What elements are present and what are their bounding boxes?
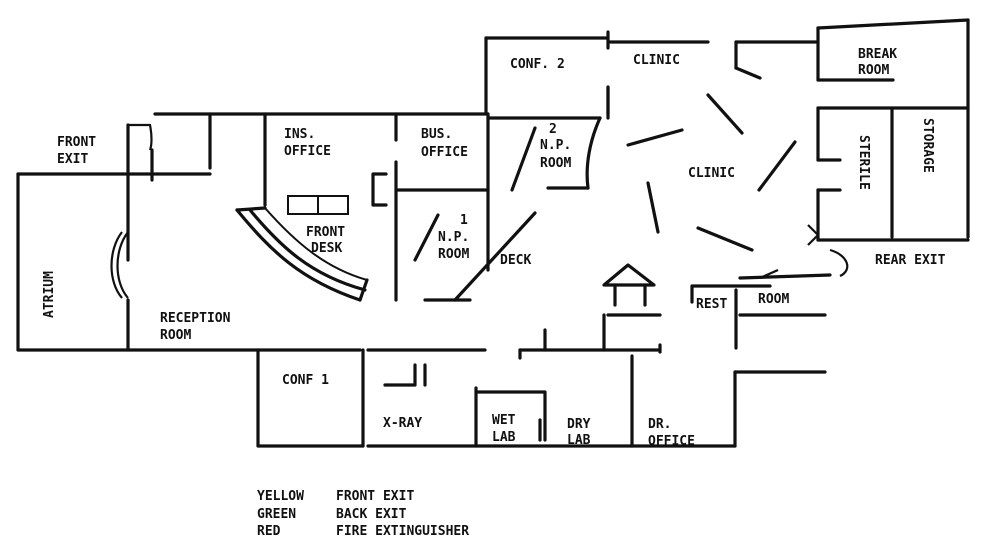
rest-label: REST [696,297,727,312]
break-room-label-2: ROOM [858,63,889,78]
legend-color-red: RED [257,524,281,539]
x-ray-label: X-RAY [383,416,422,431]
bus-office-label-2: OFFICE [421,145,468,160]
front-exit-label-2: EXIT [57,152,88,167]
np-room-2-number: 2 [549,122,557,137]
reception-label: RECEPTION [160,311,231,326]
np-room-1-label: N.P. [438,230,469,245]
conf-2-label: CONF. 2 [510,57,565,72]
front-exit-label: FRONT [57,135,96,150]
reception-label-2: ROOM [160,328,191,343]
break-room-label: BREAK [858,47,897,62]
legend-meaning-front-exit: FRONT EXIT [336,489,414,504]
conf-1-label: CONF 1 [282,373,329,388]
walls [16,18,970,448]
np-room-2-label-2: ROOM [540,156,571,171]
wet-lab-label-2: LAB [492,430,516,445]
legend: YELLOW FRONT EXIT GREEN BACK EXIT RED FI… [257,489,469,539]
np-room-1-number: 1 [460,213,468,228]
np-room-1-label-2: ROOM [438,247,469,262]
rear-exit-label: REAR EXIT [875,253,946,268]
dr-office-label: DR. [648,417,671,432]
wet-lab-label: WET [492,413,516,428]
legend-meaning-back-exit: BACK EXIT [336,507,407,522]
clinic-main-label: CLINIC [688,166,735,181]
dry-lab-label-2: LAB [567,433,591,448]
atrium-label: ATRIUM [42,271,57,318]
deck-label: DECK [500,253,531,268]
legend-color-yellow: YELLOW [257,489,304,504]
front-desk-label: FRONT [306,225,345,240]
room-labels: FRONT EXIT ATRIUM RECEPTION ROOM INS. OF… [42,47,946,449]
dr-office-label-2: OFFICE [648,434,695,449]
ins-office-label-2: OFFICE [284,144,331,159]
legend-meaning-fire-extinguisher: FIRE EXTINGUISHER [336,524,469,539]
sterile-label: STERILE [856,135,871,190]
legend-color-green: GREEN [257,507,296,522]
bus-office-label: BUS. [421,127,452,142]
front-desk-label-2: DESK [311,241,342,256]
np-room-2-label: N.P. [540,138,571,153]
storage-label: STORAGE [920,118,935,173]
clinic-top-label: CLINIC [633,53,680,68]
ins-office-label: INS. [284,127,315,142]
room-label: ROOM [758,292,789,307]
dry-lab-label: DRY [567,417,591,432]
